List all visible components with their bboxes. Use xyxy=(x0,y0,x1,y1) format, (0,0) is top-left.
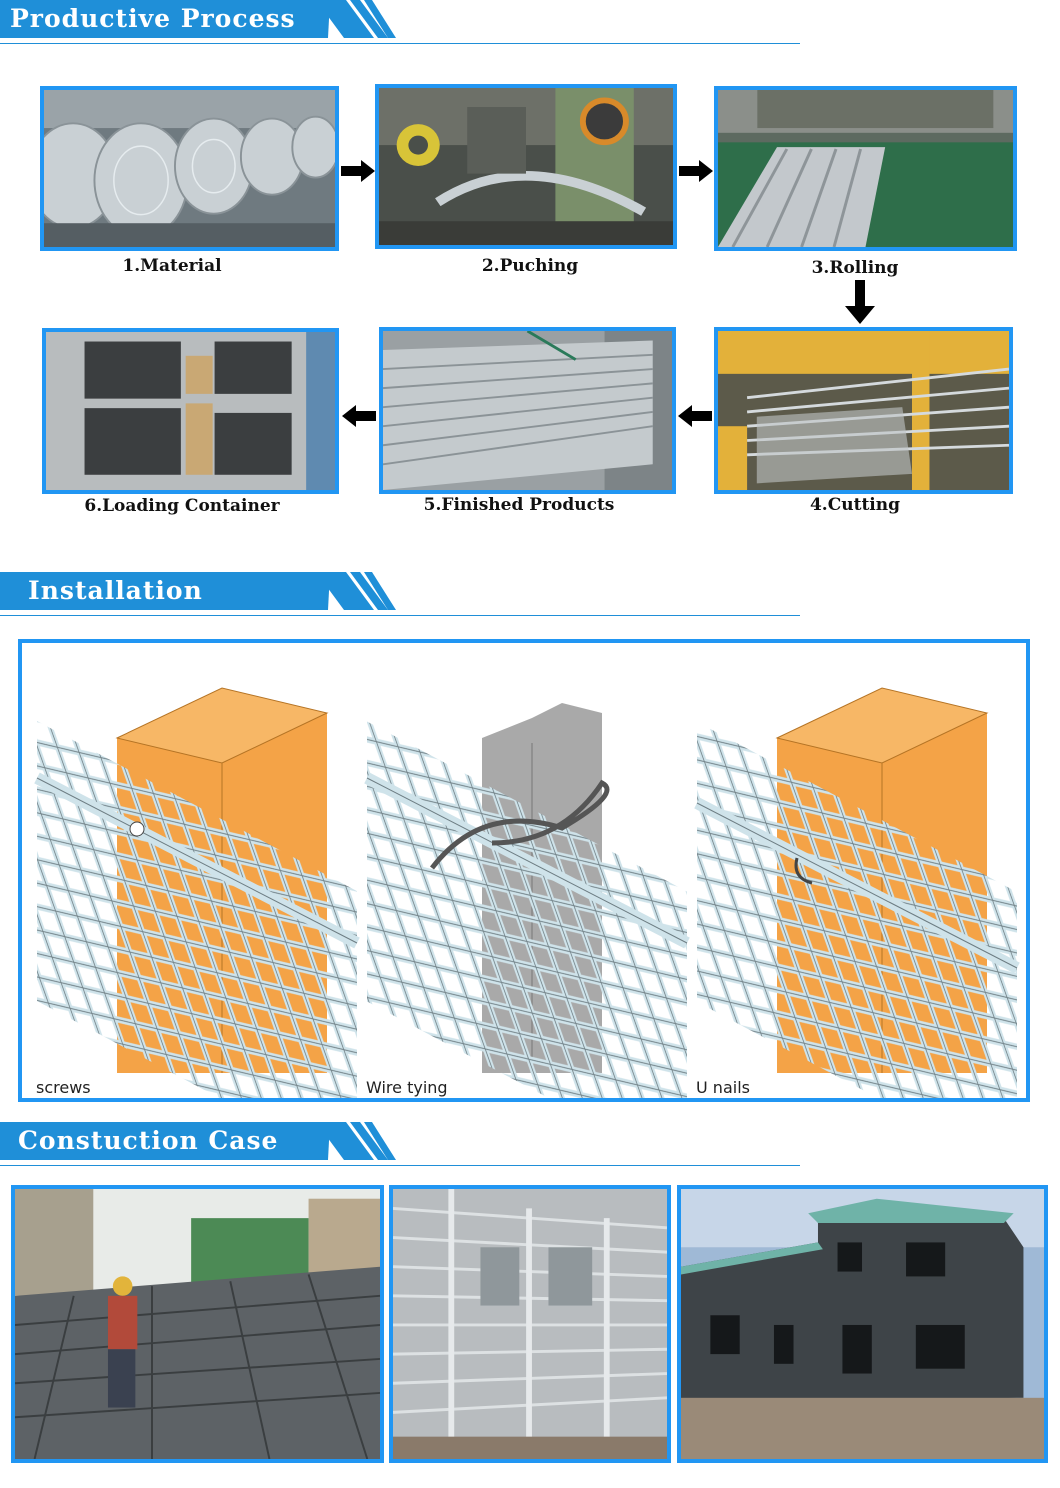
installation-panel: screws Wire tying U nails xyxy=(18,639,1030,1102)
installation-illustration xyxy=(22,643,1026,1098)
photo-material xyxy=(40,86,339,251)
installation-label-wire-tying: Wire tying xyxy=(366,1078,448,1097)
photo-case-site xyxy=(11,1185,384,1463)
section-title-process: Productive Process xyxy=(10,4,296,33)
arrow-right-icon xyxy=(341,160,375,182)
banner-stripes-icon xyxy=(316,1122,396,1160)
banner-stripes-icon xyxy=(316,0,396,38)
step-label-loading-container: 6.Loading Container xyxy=(84,496,280,516)
section-banner-case: Constuction Case xyxy=(0,1122,800,1166)
photo-cutting xyxy=(714,327,1013,494)
installation-label-u-nails: U nails xyxy=(696,1078,750,1097)
banner-stripes-icon xyxy=(316,572,396,610)
photo-case-house xyxy=(677,1185,1048,1463)
steel-stud-wire xyxy=(364,703,690,1098)
arrow-right-icon xyxy=(679,160,713,182)
installation-label-screws: screws xyxy=(36,1078,91,1097)
photo-rolling xyxy=(714,86,1017,251)
section-banner-process: Productive Process xyxy=(0,0,800,44)
photo-finished-products xyxy=(379,327,676,494)
wood-stud-u-nails xyxy=(694,687,1020,1098)
step-label-puching: 2.Puching xyxy=(481,256,579,276)
step-label-cutting: 4.Cutting xyxy=(809,495,901,515)
section-title-case: Constuction Case xyxy=(18,1126,279,1155)
photo-loading-container xyxy=(42,328,339,494)
section-title-installation: Installation xyxy=(28,576,203,605)
wood-stud-screws xyxy=(34,687,360,1098)
arrow-left-icon xyxy=(342,405,376,427)
step-label-material: 1.Material xyxy=(122,256,222,276)
step-label-finished-products: 5.Finished Products xyxy=(423,495,615,515)
step-label-rolling: 3.Rolling xyxy=(811,258,899,278)
photo-puching xyxy=(375,84,677,249)
arrow-down-icon xyxy=(845,280,875,324)
photo-case-wall xyxy=(389,1185,671,1463)
section-banner-installation: Installation xyxy=(0,572,800,616)
arrow-left-icon xyxy=(678,405,712,427)
